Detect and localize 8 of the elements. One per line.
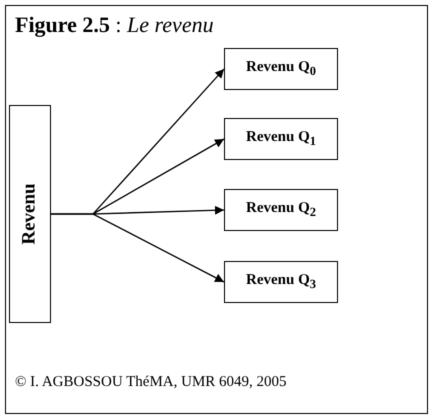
text-box: Revenu Q$_{3}$: [224, 261, 338, 303]
text-box: Revenu Q$_{0}$: [224, 48, 338, 90]
text-box: Revenu: [9, 105, 51, 323]
copyright-caption: © I. AGBOSSOU ThéMA, UMR 6049, 2005: [15, 374, 287, 391]
figure-title: Figure 2.5 : Le revenu: [15, 12, 214, 38]
arrow: [51, 213, 224, 283]
text-box: Revenu Q$_{1}$: [224, 118, 338, 160]
text-box: Revenu Q$_{2}$: [224, 189, 338, 231]
